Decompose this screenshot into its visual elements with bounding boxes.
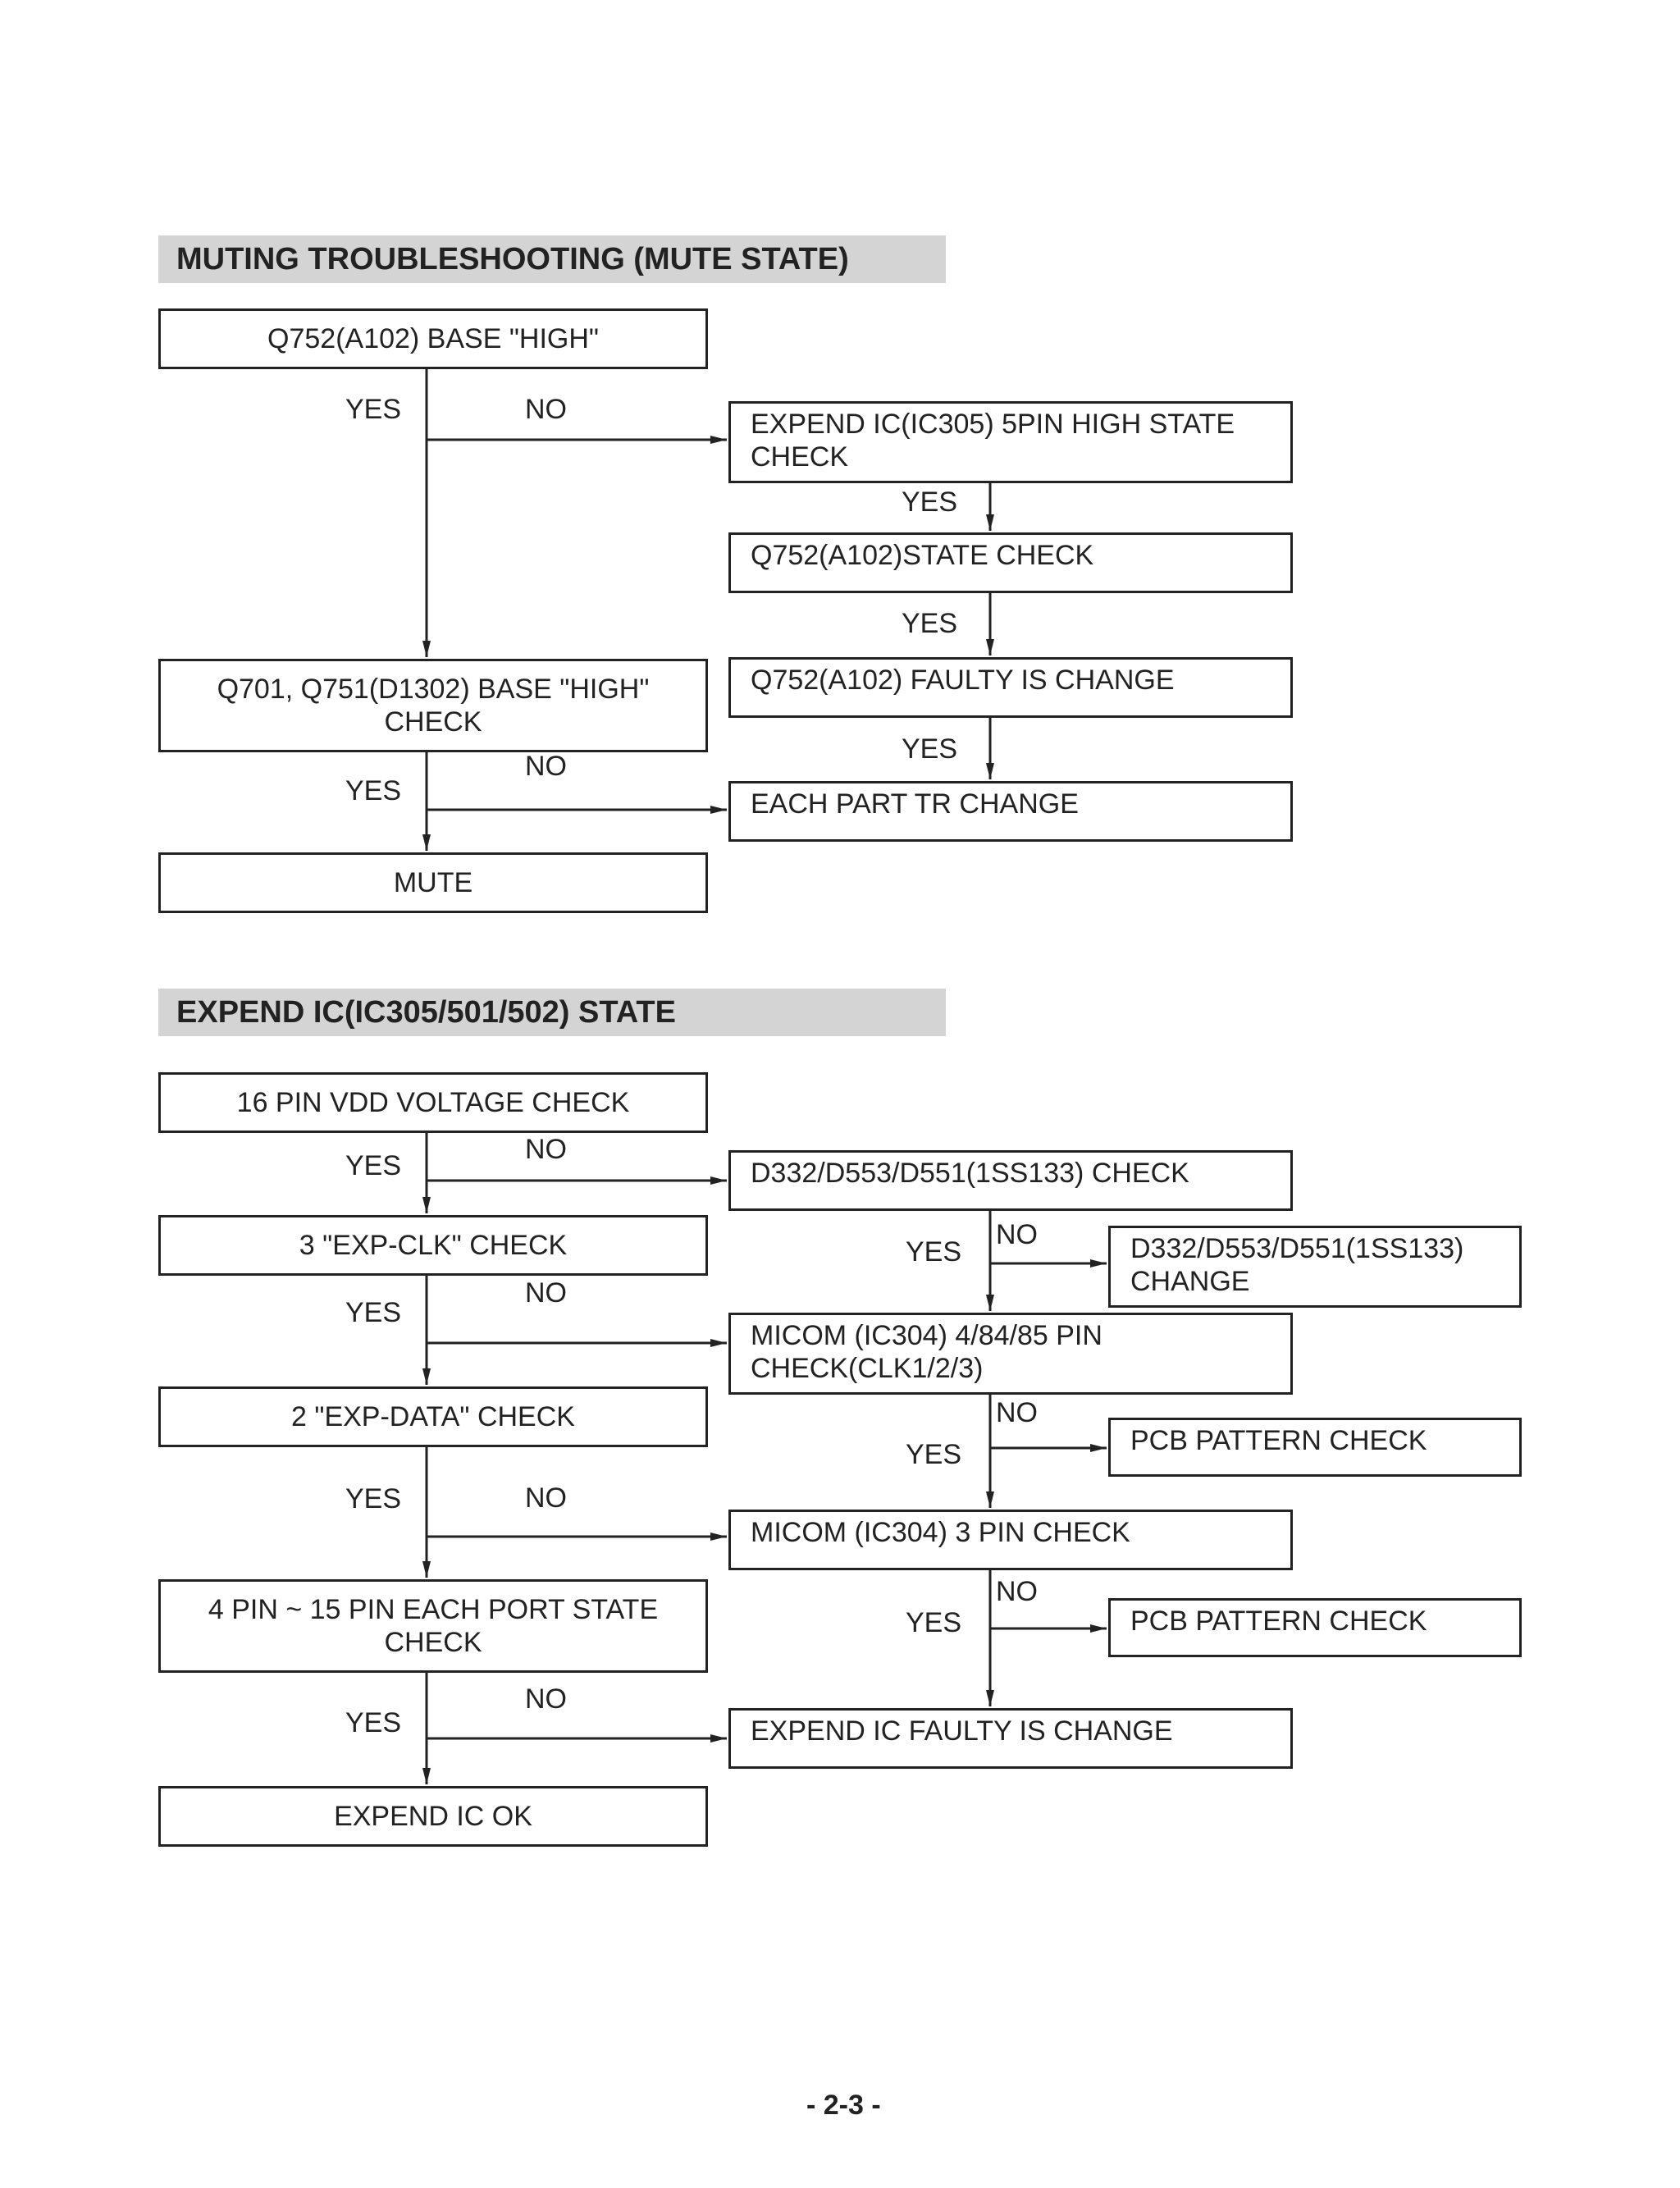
section2-title: EXPEND IC(IC305/501/502) STATE xyxy=(158,989,946,1036)
each-part-tr-box: EACH PART TR CHANGE xyxy=(728,781,1293,842)
vdd-check-text: 16 PIN VDD VOLTAGE CHECK xyxy=(236,1087,630,1118)
q752-faulty-box: Q752(A102) FAULTY IS CHANGE xyxy=(728,657,1293,718)
yes-label: YES xyxy=(345,1707,402,1738)
micom-3pin-box: MICOM (IC304) 3 PIN CHECK xyxy=(728,1510,1293,1570)
no-label: NO xyxy=(996,1397,1038,1428)
no-label: NO xyxy=(996,1219,1038,1250)
yes-label: YES xyxy=(902,733,958,765)
yes-label: YES xyxy=(902,486,958,518)
expend-5pin-text: EXPEND IC(IC305) 5PIN HIGH STATE CHECK xyxy=(751,409,1235,473)
no-label: NO xyxy=(525,1277,567,1309)
no-label: NO xyxy=(525,394,567,425)
each-part-tr-text: EACH PART TR CHANGE xyxy=(751,788,1079,820)
q701-base-high-text: Q701, Q751(D1302) BASE "HIGH" CHECK xyxy=(217,674,650,738)
yes-label: YES xyxy=(345,394,402,425)
mute-box: MUTE xyxy=(158,852,708,913)
q752-base-high-box: Q752(A102) BASE "HIGH" xyxy=(158,308,708,369)
expend-5pin-box: EXPEND IC(IC305) 5PIN HIGH STATE CHECK xyxy=(728,401,1293,483)
d332-change-box: D332/D553/D551(1SS133) CHANGE xyxy=(1108,1226,1522,1308)
yes-label: YES xyxy=(906,1236,962,1268)
no-label: NO xyxy=(525,1683,567,1715)
d332-check-text: D332/D553/D551(1SS133) CHECK xyxy=(751,1158,1189,1189)
expend-faulty-box: EXPEND IC FAULTY IS CHANGE xyxy=(728,1708,1293,1769)
pcb-pattern-box-2: PCB PATTERN CHECK xyxy=(1108,1598,1522,1657)
yes-label: YES xyxy=(345,1297,402,1328)
exp-data-text: 2 "EXP-DATA" CHECK xyxy=(291,1401,575,1432)
yes-label: YES xyxy=(902,608,958,639)
exp-clk-box: 3 "EXP-CLK" CHECK xyxy=(158,1215,708,1276)
exp-clk-text: 3 "EXP-CLK" CHECK xyxy=(299,1230,568,1261)
q752-state-text: Q752(A102)STATE CHECK xyxy=(751,540,1094,571)
q701-base-high-box: Q701, Q751(D1302) BASE "HIGH" CHECK xyxy=(158,659,708,752)
expend-ok-text: EXPEND IC OK xyxy=(334,1801,532,1832)
vdd-check-box: 16 PIN VDD VOLTAGE CHECK xyxy=(158,1072,708,1133)
q752-base-high-text: Q752(A102) BASE "HIGH" xyxy=(267,323,599,354)
pcb-pattern-text-1: PCB PATTERN CHECK xyxy=(1130,1425,1427,1456)
expend-ok-box: EXPEND IC OK xyxy=(158,1786,708,1847)
micom-clk-text: MICOM (IC304) 4/84/85 PIN CHECK(CLK1/2/3… xyxy=(751,1320,1102,1384)
micom-clk-box: MICOM (IC304) 4/84/85 PIN CHECK(CLK1/2/3… xyxy=(728,1313,1293,1395)
yes-label: YES xyxy=(345,1150,402,1181)
yes-label: YES xyxy=(906,1607,962,1638)
d332-check-box: D332/D553/D551(1SS133) CHECK xyxy=(728,1150,1293,1211)
pcb-pattern-box-1: PCB PATTERN CHECK xyxy=(1108,1418,1522,1477)
pcb-pattern-text-2: PCB PATTERN CHECK xyxy=(1130,1606,1427,1637)
yes-label: YES xyxy=(345,1483,402,1514)
yes-label: YES xyxy=(345,775,402,806)
q752-state-box: Q752(A102)STATE CHECK xyxy=(728,532,1293,593)
no-label: NO xyxy=(525,1482,567,1514)
section1-title: MUTING TROUBLESHOOTING (MUTE STATE) xyxy=(158,235,946,283)
d332-change-text: D332/D553/D551(1SS133) CHANGE xyxy=(1130,1233,1464,1297)
no-label: NO xyxy=(525,1134,567,1165)
mute-text: MUTE xyxy=(393,867,473,898)
page-number: - 2-3 - xyxy=(806,2090,881,2121)
port-state-text: 4 PIN ~ 15 PIN EACH PORT STATE CHECK xyxy=(208,1594,659,1658)
micom-3pin-text: MICOM (IC304) 3 PIN CHECK xyxy=(751,1517,1130,1548)
expend-faulty-text: EXPEND IC FAULTY IS CHANGE xyxy=(751,1715,1173,1747)
exp-data-box: 2 "EXP-DATA" CHECK xyxy=(158,1386,708,1447)
q752-faulty-text: Q752(A102) FAULTY IS CHANGE xyxy=(751,665,1175,696)
no-label: NO xyxy=(996,1576,1038,1607)
yes-label: YES xyxy=(906,1439,962,1470)
no-label: NO xyxy=(525,751,567,782)
port-state-box: 4 PIN ~ 15 PIN EACH PORT STATE CHECK xyxy=(158,1579,708,1673)
